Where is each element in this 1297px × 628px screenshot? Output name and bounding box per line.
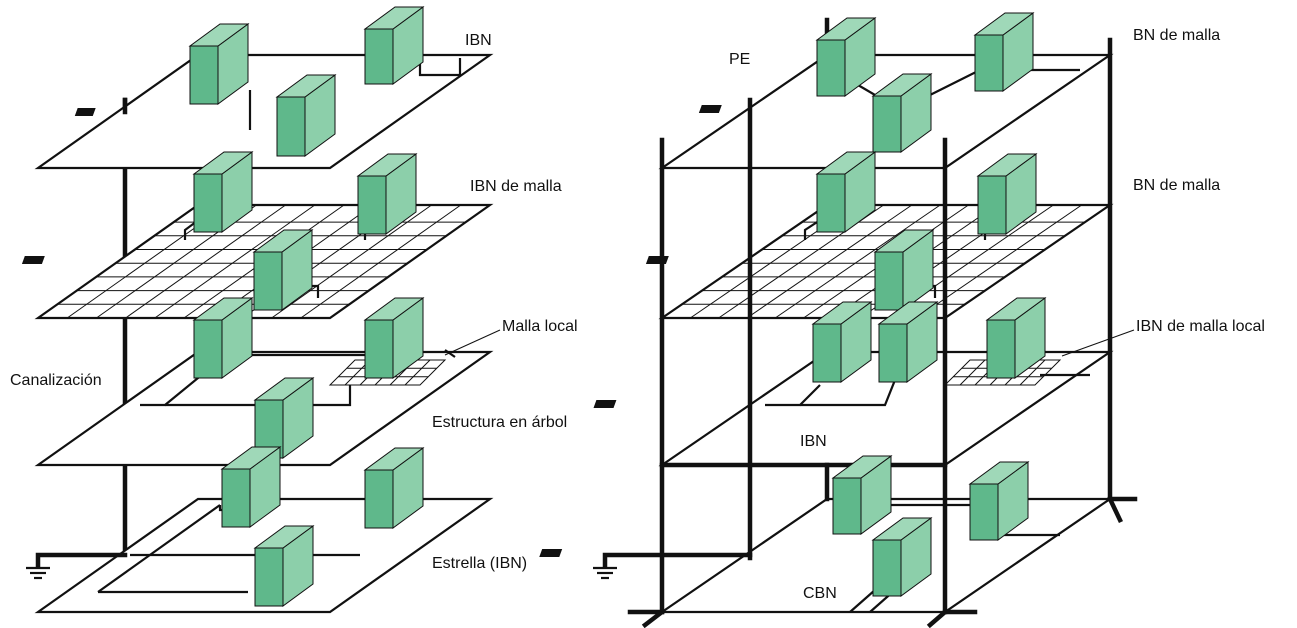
plane-ibn [34,53,494,170]
label-pe: PE [729,51,750,68]
earth-ground-icon-right [593,566,617,580]
label-bn-mesh-top: BN de malla [1133,27,1220,44]
label-bn-mesh-mid: BN de malla [1133,177,1220,194]
left-diagram: IBN IBN de malla Malla local Canalizació… [10,6,578,614]
equipment-cabinet-icon [811,12,1047,597]
label-local-mesh: Malla local [502,318,578,335]
label-conduit: Canalización [10,372,102,389]
label-tree-structure: Estructura en árbol [432,414,567,431]
earth-ground-icon-left [26,566,50,580]
label-ibn-mesh: IBN de malla [470,178,562,195]
label-ibn: IBN [465,32,492,49]
equipment-cabinet-icon [188,6,425,607]
label-ibn-right: IBN [800,433,827,450]
label-cbn: CBN [803,585,837,602]
label-star-ibn: Estrella (IBN) [432,555,527,572]
label-ibn-local-mesh: IBN de malla local [1136,318,1265,335]
right-diagram: PE BN de malla BN de malla IBN de malla … [539,12,1265,628]
